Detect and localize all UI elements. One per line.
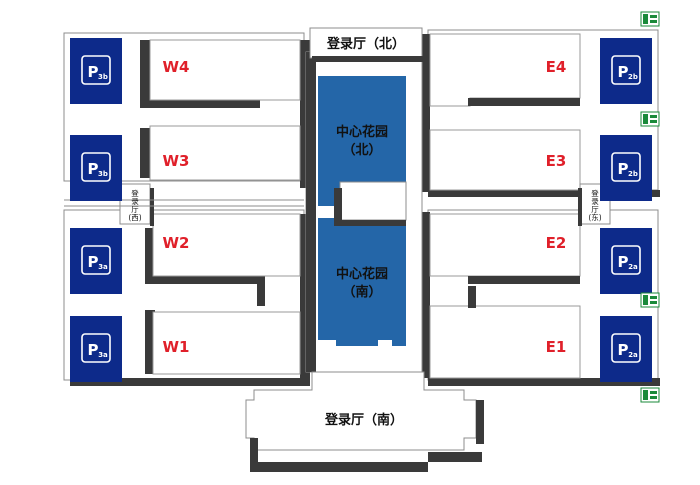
exit-sign-icon — [640, 292, 660, 308]
south-hall-label: 登录厅（南） — [324, 412, 403, 428]
north-hall-label: 登录厅（北） — [326, 36, 405, 52]
garden-north-subtitle: （北） — [342, 142, 381, 158]
east-hall-label-char: (东) — [588, 212, 601, 222]
parking-sign-icon — [611, 245, 641, 275]
parking-sign-sub: 2a — [628, 263, 638, 271]
wing-label-w2: W2 — [163, 234, 190, 252]
parking-sign-letter: P — [618, 341, 629, 359]
parking-sign-sub: 2b — [628, 73, 638, 81]
parking-sign-letter: P — [88, 341, 99, 359]
exit-signs — [640, 11, 660, 403]
west-hall-label-char: (西) — [128, 213, 141, 222]
parking-sign-sub: 3a — [98, 351, 108, 359]
west-hall-label-char: 厅 — [131, 205, 139, 214]
wing-label-e1: E1 — [546, 338, 567, 356]
exit-sign-icon — [640, 387, 660, 403]
west-hall-label-char: 登 — [131, 188, 139, 198]
parking-sign-sub: 3b — [98, 73, 108, 81]
garden-south — [318, 218, 406, 346]
parking-sign-letter: P — [88, 63, 99, 81]
west-hall-label-char: 录 — [131, 197, 139, 206]
parking-sign-icon — [611, 55, 641, 85]
parking-sign-sub: 3a — [98, 263, 108, 271]
parking-sign-icon — [611, 152, 641, 182]
garden-north-title: 中心花园 — [336, 124, 388, 140]
parking-sign-letter: P — [618, 160, 629, 178]
south-hall — [245, 371, 477, 451]
garden-north — [318, 76, 406, 202]
parking-sign-icon — [81, 55, 111, 85]
wing-label-w1: W1 — [163, 338, 190, 356]
east-hall-label-char: 录 — [591, 197, 599, 206]
parking-sign-sub: 2a — [628, 351, 638, 359]
center-spine — [245, 27, 484, 472]
east-hall-label-char: 登 — [591, 188, 599, 198]
parking-sign-letter: P — [618, 63, 629, 81]
wing-label-e3: E3 — [546, 152, 567, 170]
wing-label-e4: E4 — [546, 58, 567, 76]
parking-sign-icon — [611, 333, 641, 363]
garden-south-subtitle: （南） — [342, 284, 381, 300]
east-hall-label-char: 厅 — [591, 205, 599, 214]
parking-sign-icon — [81, 245, 111, 275]
parking-sign-letter: P — [88, 160, 99, 178]
parking-sign-letter: P — [88, 253, 99, 271]
wing-label-w4: W4 — [163, 58, 190, 76]
east-complex — [422, 29, 660, 386]
parking-sign-icon — [81, 333, 111, 363]
parking-sign-letter: P — [618, 253, 629, 271]
parking-sign-sub: 2b — [628, 170, 638, 178]
parking-sign-sub: 3b — [98, 170, 108, 178]
parking-sign-icon — [81, 152, 111, 182]
wing-label-w3: W3 — [163, 152, 190, 170]
exit-sign-icon — [640, 111, 660, 127]
exit-sign-icon — [640, 11, 660, 27]
garden-south-title: 中心花园 — [336, 266, 388, 282]
wing-label-e2: E2 — [546, 234, 567, 252]
